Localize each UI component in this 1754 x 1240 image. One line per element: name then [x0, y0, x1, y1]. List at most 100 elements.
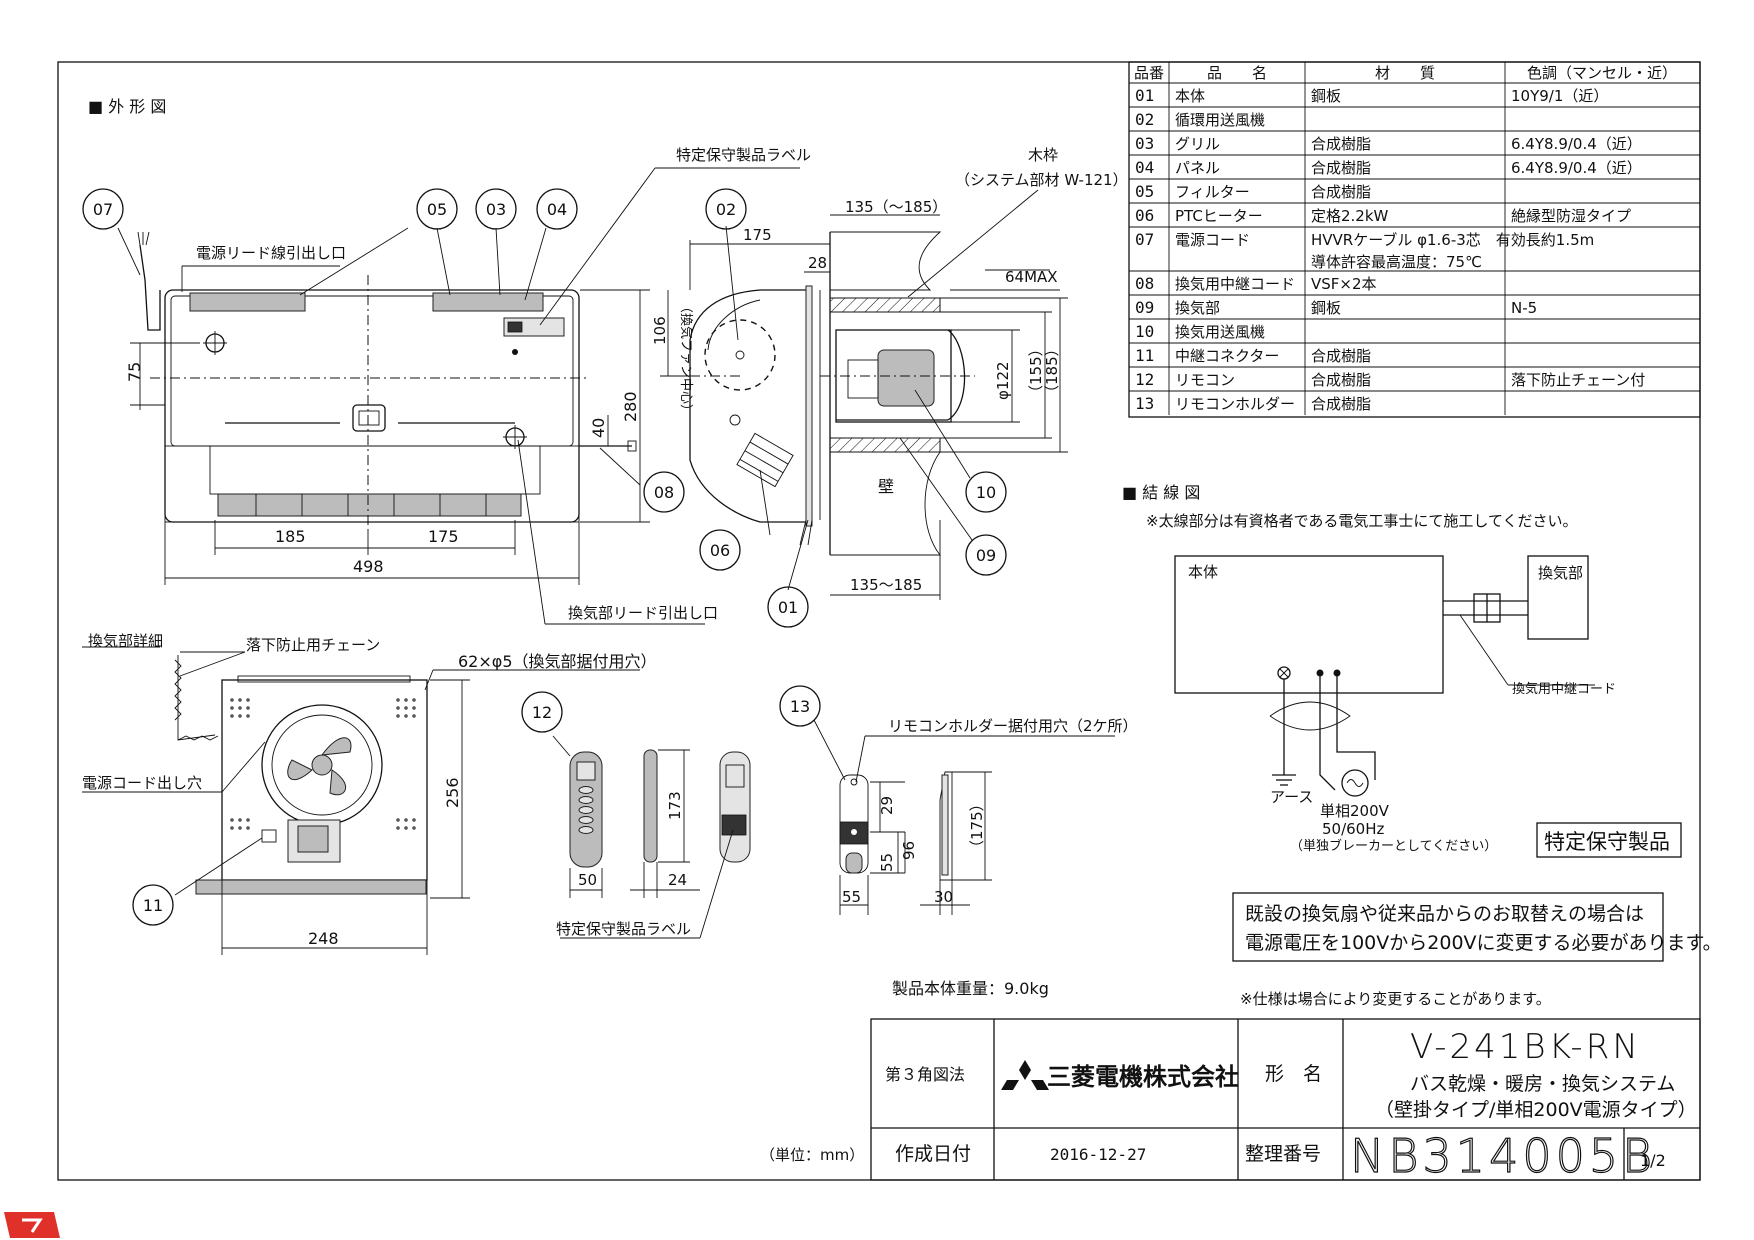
part-material: 合成樹脂	[1311, 135, 1371, 153]
dim-96: 96	[900, 841, 918, 860]
dim-135-bottom: 135～185	[850, 576, 922, 594]
part-name: 換気部	[1175, 299, 1220, 317]
part-no: 06	[1135, 206, 1154, 225]
dim-248: 248	[308, 929, 339, 948]
part-name: グリル	[1175, 135, 1220, 153]
callout-13: 13	[779, 685, 821, 727]
dim-175-p: （175）	[968, 796, 986, 855]
part-no: 04	[1135, 158, 1154, 177]
part-no: 03	[1135, 134, 1154, 153]
holes-label: 62×φ5（換気部据付用穴）	[458, 652, 657, 671]
svg-text:02: 02	[716, 200, 736, 219]
dim-155: （155）	[1027, 341, 1045, 400]
part-material: 定格2.2kW	[1311, 207, 1389, 225]
dim-175-side: 175	[743, 226, 772, 244]
replace-note-line1: 既設の換気扇や従来品からのお取替えの場合は	[1245, 903, 1644, 925]
part-name: 本体	[1175, 87, 1205, 105]
dim-175: 175	[428, 527, 459, 546]
date-value: 2016-12-27	[1050, 1145, 1146, 1164]
callout-03: 03	[475, 188, 517, 230]
callout-07: 07	[82, 188, 124, 230]
dim-135-top: 135（～185）	[845, 198, 947, 216]
svg-text:07: 07	[93, 200, 113, 219]
callout-10: 10	[965, 471, 1007, 513]
dim-50: 50	[578, 871, 597, 889]
part-name: リモコン	[1175, 371, 1235, 389]
dim-55-h: 55	[842, 888, 861, 906]
part-name: フィルター	[1175, 183, 1250, 201]
tokutei-label-top: 特定保守製品ラベル	[676, 146, 811, 164]
part-material: 合成樹脂	[1311, 395, 1371, 413]
company-name: 三菱電機株式会社	[1047, 1063, 1239, 1091]
part-no: 02	[1135, 110, 1154, 129]
dim-256: 256	[443, 777, 462, 808]
svg-text:08: 08	[654, 483, 674, 502]
svg-text:13: 13	[790, 697, 810, 716]
table-header: 品 名	[1207, 64, 1267, 82]
part-material: 合成樹脂	[1311, 159, 1371, 177]
wiring-diagram	[1174, 555, 1595, 797]
unit-label: （単位：mm）	[760, 1146, 864, 1164]
svg-text:03: 03	[486, 200, 506, 219]
title-block	[870, 1018, 1701, 1181]
tokutei-box-label: 特定保守製品	[1544, 830, 1670, 854]
side-dimensions	[660, 214, 1068, 600]
part-name: パネル	[1175, 159, 1220, 177]
part-no: 05	[1135, 182, 1154, 201]
dim-498: 498	[353, 557, 384, 576]
remote-views	[569, 749, 751, 868]
part-name: 循環用送風機	[1175, 111, 1265, 129]
part-material: 鋼板	[1311, 299, 1341, 317]
callout-08: 08	[643, 471, 685, 513]
table-header: 色調（マンセル・近）	[1527, 64, 1677, 82]
callout-01: 01	[767, 586, 809, 628]
callout-04: 04	[536, 188, 578, 230]
drawing-number: NB314005B	[1350, 1129, 1656, 1183]
side-view	[689, 231, 975, 556]
svg-text:06: 06	[710, 541, 730, 560]
model-desc2: （壁掛タイプ/単相200V電源タイプ）	[1375, 1099, 1697, 1121]
svg-text:09: 09	[976, 546, 996, 565]
part-material: 合成樹脂	[1311, 371, 1371, 389]
model-desc1: バス乾燥・暖房・換気システム	[1410, 1073, 1675, 1095]
callout-06: 06	[699, 529, 741, 571]
part-name: 電源コード	[1175, 231, 1250, 249]
part-no: 08	[1135, 274, 1154, 293]
table-row: 02 循環用送風機	[1135, 110, 1265, 129]
part-color: N-5	[1511, 299, 1537, 317]
part-material-note: 導体許容最高温度：75℃	[1311, 253, 1482, 271]
dim-55-v: 55	[878, 853, 896, 872]
part-material: HVVRケーブル φ1.6-3芯 有効長約1.5m	[1311, 231, 1594, 249]
callout-05: 05	[416, 188, 458, 230]
date-label: 作成日付	[895, 1143, 971, 1165]
sheet-border	[57, 61, 1701, 1181]
number-label: 整理番号	[1245, 1143, 1321, 1165]
wiring-power2: 50/60Hz	[1322, 820, 1385, 838]
table-header: 品番	[1134, 64, 1164, 82]
part-name: 換気用送風機	[1175, 323, 1265, 341]
dim-185: 185	[275, 527, 306, 546]
dim-173: 173	[666, 791, 684, 820]
dim-185-p: （185）	[1043, 341, 1061, 400]
dim-29: 29	[878, 796, 896, 815]
waku-label: 木枠	[1028, 146, 1058, 164]
table-header: 材 質	[1375, 64, 1435, 82]
dim-28: 28	[808, 254, 827, 272]
svg-text:01: 01	[778, 598, 798, 617]
dim-phi122: φ122	[994, 361, 1012, 400]
wiring-note: ※太線部分は有資格者である電気工事士にて施工してください。	[1146, 512, 1578, 530]
wiring-relay-label: 換気用中継コード	[1512, 681, 1616, 697]
vent-lead-label: 換気部リード引出し口	[568, 604, 718, 622]
cord-hole-label: 電源コード出し穴	[82, 774, 202, 792]
vent-detail-label: 換気部詳細	[88, 632, 163, 650]
wiring-power1: 単相200V	[1320, 802, 1390, 820]
